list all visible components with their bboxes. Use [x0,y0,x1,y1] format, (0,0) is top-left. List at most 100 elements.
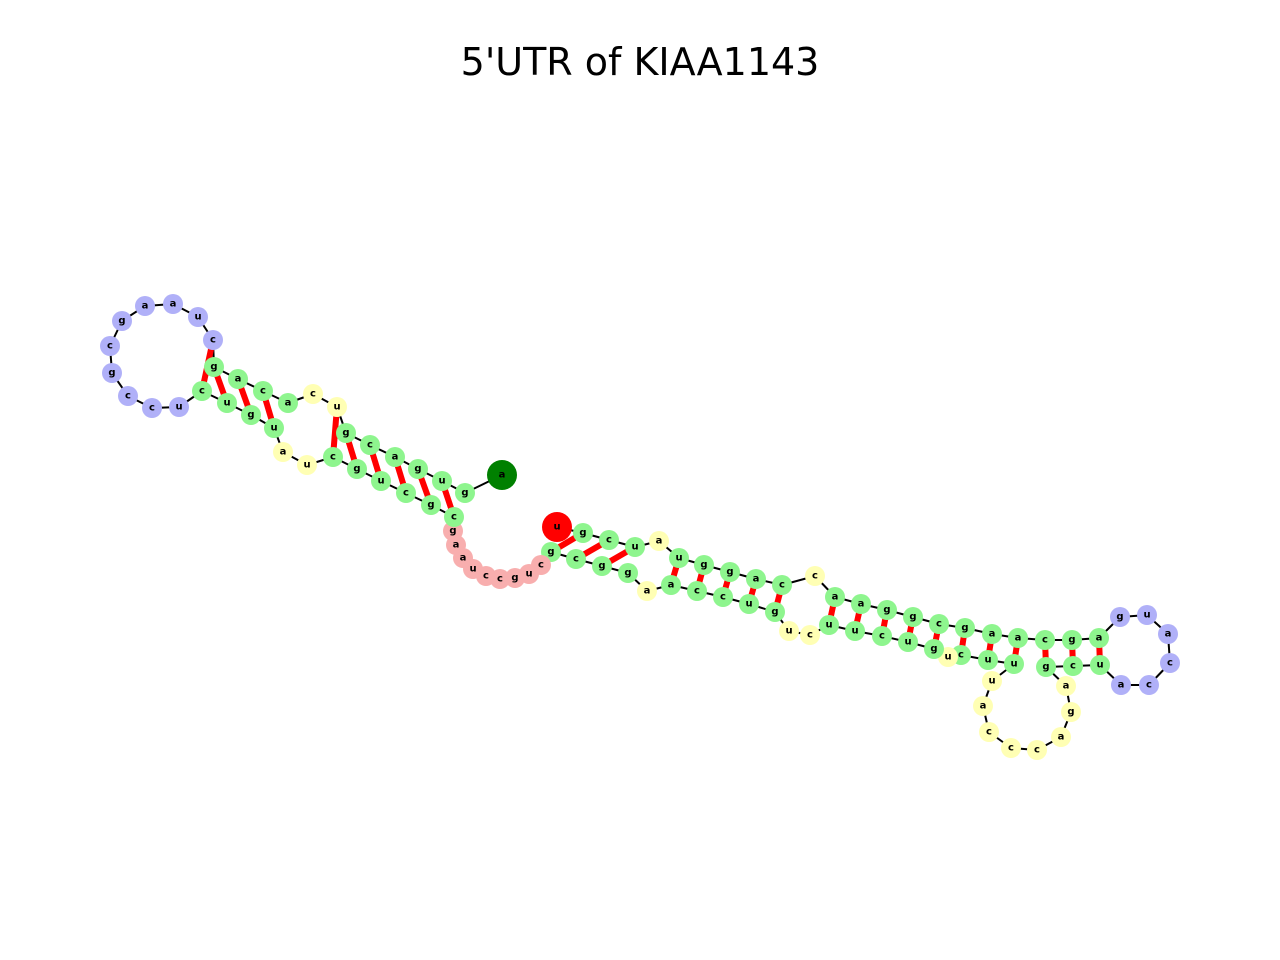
nucleotide-circle [192,381,212,401]
nucleotide-letter: a [142,301,149,312]
nucleotide-letter: u [1143,610,1150,621]
nucleotide-letter: g [1116,612,1123,623]
nucleotide-letter: u [675,553,682,564]
nucleotide-node: a [278,393,298,413]
nucleotide-letter: u [1096,660,1103,671]
nucleotide-node: g [924,639,944,659]
nucleotide-node: g [455,483,475,503]
nucleotide-letter: g [247,410,254,421]
nucleotide-node: c [303,384,323,404]
nucleotide-letter: a [285,398,292,409]
nucleotide-letter: u [553,522,560,533]
nucleotide-letter: u [525,569,532,580]
nucleotide-node: u [1090,655,1110,675]
nucleotide-letter: u [944,652,951,663]
nucleotide-node: u [432,471,452,491]
nucleotide-node: a [637,581,657,601]
nucleotide-letter: c [125,391,131,402]
nucleotide-node: u [264,418,284,438]
nucleotide-circle [347,459,367,479]
nucleotide-letter: c [538,560,544,571]
nucleotide-circle [877,600,897,620]
nucleotide-circle [169,397,189,417]
nucleotide-letter: c [807,630,813,641]
nucleotide-letter: g [118,316,125,327]
nucleotide-circle [421,495,441,515]
nucleotide-letter: c [1034,745,1040,756]
nucleotide-letter: g [1067,707,1074,718]
nucleotide-letter: g [511,573,518,584]
nucleotide-circle [1061,702,1081,722]
nucleotide-letter: g [726,567,733,578]
nucleotide-letter: u [377,476,384,487]
nucleotide-letter: g [108,368,115,379]
nucleotide-letter: u [988,676,995,687]
nucleotide-letter: a [1058,732,1065,743]
nucleotide-node: g [765,602,785,622]
nucleotide-circle [487,460,517,490]
nucleotide-letter: u [1010,659,1017,670]
nucleotide-node: g [336,423,356,443]
nucleotide-circle [102,363,122,383]
nucleotide-node: a [273,442,293,462]
nucleotide-letter: a [989,629,996,640]
nucleotide-node: c [192,381,212,401]
nucleotide-circle [396,483,416,503]
nucleotide-node: u [739,594,759,614]
nucleotide-node: u [1137,605,1157,625]
five-prime-end-node: u [542,512,572,542]
nucleotide-circle [1004,654,1024,674]
nucleotide-node: a [228,369,248,389]
nucleotide-letter: c [720,592,726,603]
nucleotide-circle [845,621,865,641]
nucleotide-letter: c [107,341,113,352]
base-pair-layer [199,339,1103,668]
nucleotide-node: a [1158,624,1178,644]
nucleotide-node: c [444,507,464,527]
nucleotide-circle [661,575,681,595]
nucleotide-letter: g [461,488,468,499]
nucleotide-letter: g [598,561,605,572]
nucleotide-node: a [1056,676,1076,696]
nucleotide-node: c [979,722,999,742]
nucleotide-node: g [241,405,261,425]
nucleotide-letter: g [210,362,217,373]
nucleotide-node: c [713,587,733,607]
nucleotide-node: u [982,671,1002,691]
nucleotide-node: a [1089,628,1109,648]
nucleotide-letter: g [1042,662,1049,673]
nucleotide-circle [1051,727,1071,747]
nucleotide-circle [1001,738,1021,758]
nucleotide-letter: c [1167,658,1173,669]
nucleotide-letter: u [984,655,991,666]
nucleotide-node: a [1051,727,1071,747]
nucleotide-circle [1036,657,1056,677]
nucleotide-circle [713,587,733,607]
nucleotide-circle [819,615,839,635]
nucleotide-letter: g [547,547,554,558]
nucleotide-circle [100,336,120,356]
nucleotide-circle [979,722,999,742]
nucleotide-node: u [169,397,189,417]
nucleotide-node: g [112,311,132,331]
nucleotide-circle [1158,624,1178,644]
nucleotide-circle [112,311,132,331]
nucleotide-node: c [566,549,586,569]
nucleotide-circle [649,531,669,551]
nucleotide-circle [765,602,785,622]
nucleotide-node: u [669,548,689,568]
nucleotide-letter: c [958,650,964,661]
nucleotide-letter: g [961,623,968,634]
nucleotide-node: g [347,459,367,479]
nucleotide-circle [625,537,645,557]
nucleotide-circle [303,384,323,404]
nucleotide-letter: u [904,637,911,648]
nucleotide-letter: c [1146,680,1152,691]
nucleotide-letter: c [573,554,579,565]
nucleotide-circle [982,624,1002,644]
nucleotide-letter: g [1068,635,1075,646]
nucleotide-node: c [1035,630,1055,650]
nucleotide-circle [851,594,871,614]
nucleotide-letter: g [353,464,360,475]
